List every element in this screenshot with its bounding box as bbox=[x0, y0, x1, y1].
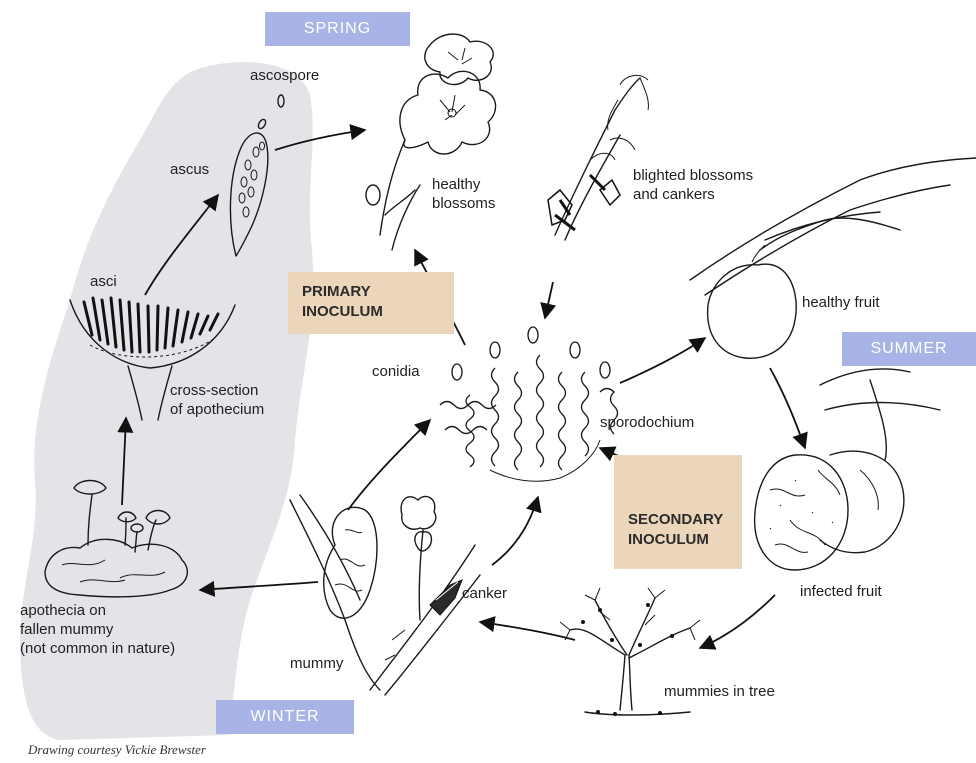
season-spring-banner: SPRING bbox=[265, 12, 410, 46]
label-ascospore: ascospore bbox=[250, 66, 319, 85]
apothecia-line3: (not common in nature) bbox=[20, 639, 175, 658]
drawing-credit: Drawing courtesy Vickie Brewster bbox=[28, 742, 206, 758]
season-winter-banner: WINTER bbox=[216, 700, 354, 734]
label-sporodochium: sporodochium bbox=[600, 413, 694, 432]
arrow-to-healthy-fruit bbox=[620, 338, 705, 383]
label-mummies-in-tree: mummies in tree bbox=[664, 682, 775, 701]
label-apothecia-on-mummy: apothecia on fallen mummy (not common in… bbox=[20, 601, 175, 658]
healthy-blossoms-icon bbox=[366, 34, 496, 250]
season-summer-banner: SUMMER bbox=[842, 332, 976, 366]
apothecia-line2: fallen mummy bbox=[20, 620, 175, 639]
label-mummy: mummy bbox=[290, 654, 343, 673]
cross-section-line2: of apothecium bbox=[170, 400, 264, 419]
healthy-blossoms-line1: healthy bbox=[432, 175, 495, 194]
label-canker: canker bbox=[462, 584, 507, 603]
label-asci: asci bbox=[90, 272, 117, 291]
infected-fruit-icon bbox=[755, 369, 940, 570]
primary-inoculum-line1: PRIMARY bbox=[302, 282, 440, 302]
label-conidia: conidia bbox=[372, 362, 420, 381]
apothecia-line1: apothecia on bbox=[20, 601, 175, 620]
primary-inoculum-box: PRIMARY INOCULUM bbox=[288, 272, 454, 334]
label-healthy-fruit: healthy fruit bbox=[802, 293, 880, 312]
label-cross-section: cross-section of apothecium bbox=[170, 381, 264, 419]
arrow-mummy-to-conidia bbox=[348, 420, 430, 510]
sporodochium-icon bbox=[440, 327, 618, 481]
secondary-inoculum-line1: SECONDARY bbox=[628, 510, 728, 530]
blighted-line2: and cankers bbox=[633, 185, 753, 204]
healthy-blossoms-line2: blossoms bbox=[432, 194, 495, 213]
primary-inoculum-line2: INOCULUM bbox=[302, 302, 440, 322]
arrow-canker-to-sporodochium bbox=[492, 497, 538, 565]
arrow-to-mummies-in-tree bbox=[700, 595, 775, 648]
blighted-line1: blighted blossoms bbox=[633, 166, 753, 185]
cross-section-line1: cross-section bbox=[170, 381, 264, 400]
label-blighted-blossoms: blighted blossoms and cankers bbox=[633, 166, 753, 204]
secondary-inoculum-line2: INOCULUM bbox=[628, 530, 728, 550]
label-infected-fruit: infected fruit bbox=[800, 582, 882, 601]
arrow-blighted-to-conidia bbox=[545, 282, 553, 318]
blighted-blossoms-icon bbox=[548, 75, 648, 240]
label-healthy-blossoms: healthy blossoms bbox=[432, 175, 495, 213]
secondary-inoculum-box: SECONDARY INOCULUM bbox=[614, 455, 742, 569]
arrow-to-canker bbox=[480, 622, 575, 640]
arrow-to-infected-fruit bbox=[770, 368, 805, 448]
label-ascus: ascus bbox=[170, 160, 209, 179]
